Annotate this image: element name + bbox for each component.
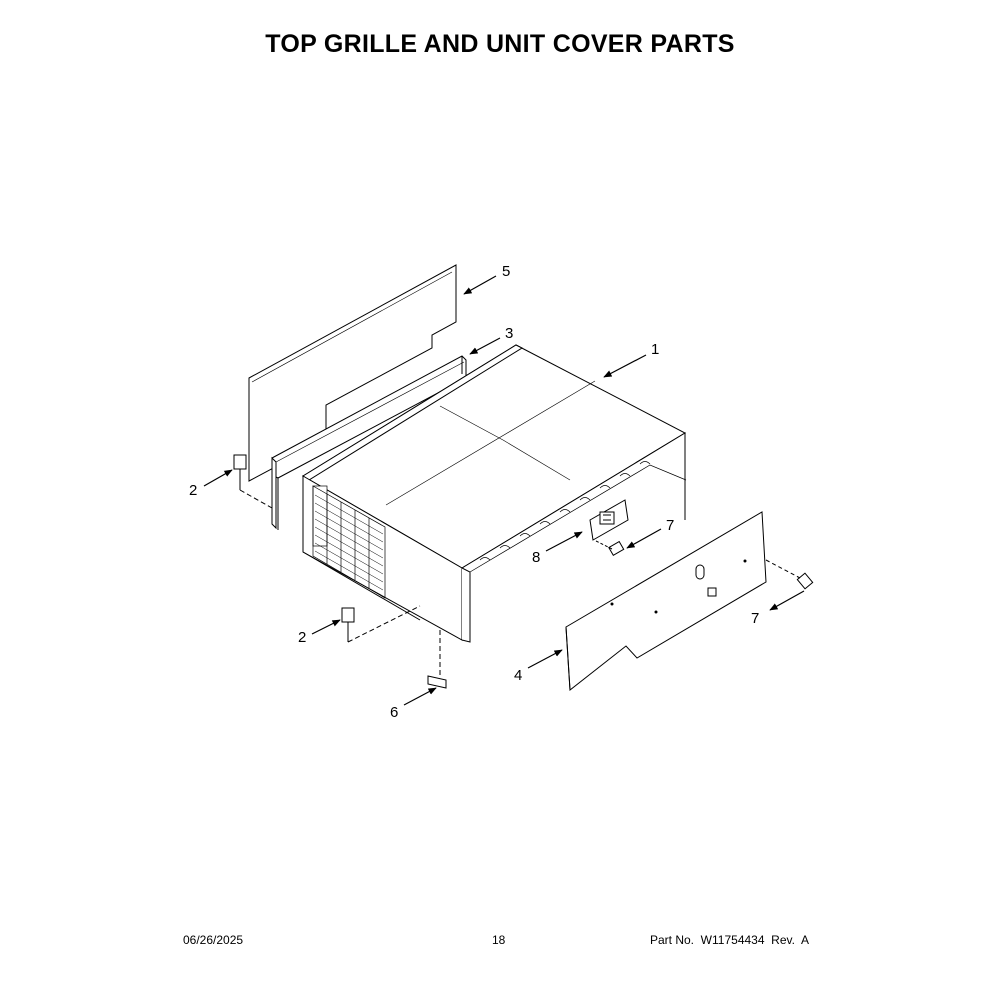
callout-arrows: [203, 275, 805, 706]
part-2-screw-upper: [233, 454, 273, 520]
arrow-7a: [626, 528, 662, 549]
part-2-screw-lower: [341, 605, 421, 643]
arrow-7b: [769, 590, 805, 611]
arrow-5: [463, 275, 497, 295]
part-8-bracket: [589, 499, 629, 541]
arrow-2b: [311, 619, 341, 635]
callout-4: 4: [514, 667, 522, 684]
part-7-screw-right: [765, 559, 814, 590]
callout-labels: 5 3 1 2 2 8 7 7 4 6: [189, 263, 759, 721]
footer-date: 06/26/2025: [183, 933, 244, 947]
callout-2-lower: 2: [298, 629, 306, 646]
part-5-grille-panel: [248, 264, 457, 482]
callout-5: 5: [502, 263, 510, 280]
arrow-3: [469, 337, 501, 355]
part-6-clip: [427, 630, 447, 689]
part-7-screw-upper: [595, 540, 625, 557]
arrow-2a: [203, 469, 233, 487]
part-1-unit-cover: [302, 344, 687, 643]
callout-1: 1: [651, 341, 659, 358]
arrow-8: [545, 531, 583, 552]
arrow-6: [403, 687, 437, 706]
part-4-side-panel: [565, 511, 767, 691]
callout-6: 6: [390, 704, 398, 721]
footer-page-number: 18: [492, 933, 506, 947]
arrow-1: [603, 354, 647, 378]
footer-part-text: Part No. W11754434 Rev. A: [650, 933, 809, 947]
callout-7-upper: 7: [666, 517, 674, 534]
callout-7-right: 7: [751, 610, 759, 627]
page-title: TOP GRILLE AND UNIT COVER PARTS: [265, 30, 735, 58]
arrow-4: [527, 649, 563, 669]
footer-part-number: Part No. W11754434 Rev. A: [650, 933, 809, 947]
callout-8: 8: [532, 549, 540, 566]
callout-2-upper: 2: [189, 482, 197, 499]
callout-3: 3: [505, 325, 513, 342]
